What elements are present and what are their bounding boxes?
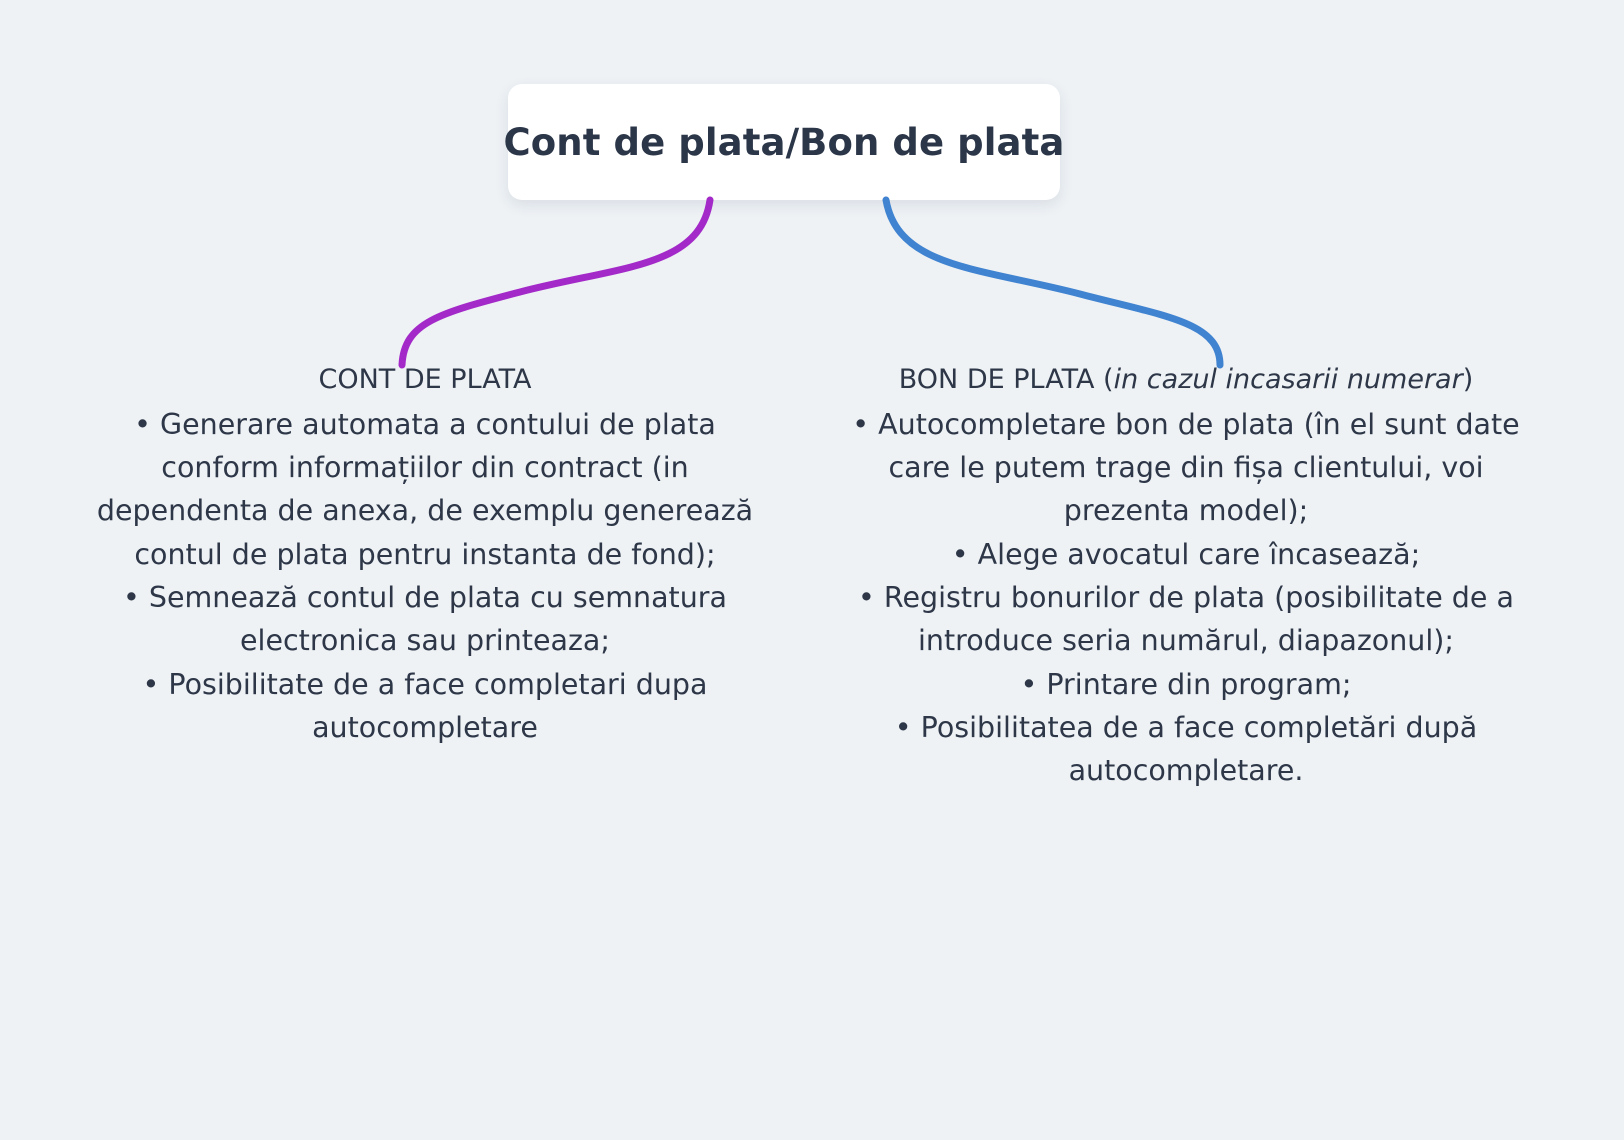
list-item: • Registru bonurilor de plata (posibilit… — [848, 576, 1524, 663]
list-item-text: Semnează contul de plata cu semnatura el… — [148, 580, 727, 658]
list-item: • Posibilitate de a face completari dupa… — [95, 663, 755, 750]
bullet-icon: • — [1020, 667, 1038, 701]
list-item-text: Posibilitate de a face completari dupa a… — [168, 667, 708, 744]
bullet-icon: • — [134, 407, 151, 441]
list-item: • Alege avocatul care încasează; — [848, 533, 1524, 576]
branch-heading-text: BON DE PLATA — [898, 364, 1095, 395]
list-item: • Semnează contul de plata cu semnatura … — [95, 576, 755, 663]
branch-heading-note: in cazul incasarii numerar — [1113, 364, 1463, 395]
list-item-text: Alege avocatul care încasează; — [977, 537, 1421, 571]
branch-bon-de-plata[interactable]: BON DE PLATA (in cazul incasarii numerar… — [848, 362, 1524, 792]
list-item-text: Generare automata a contului de plata co… — [96, 407, 754, 571]
branch-list-cont-de-plata: • Generare automata a contului de plata … — [95, 403, 755, 750]
list-item-text: Posibilitatea de a face completări după … — [920, 710, 1478, 788]
bullet-icon: • — [142, 667, 160, 701]
branch-heading-text: CONT DE PLATA — [318, 364, 532, 395]
bullet-icon: • — [123, 580, 140, 614]
branch-heading-paren-open: ( — [1094, 364, 1114, 395]
list-item: • Generare automata a contului de plata … — [95, 403, 755, 576]
root-node-title: Cont de plata/Bon de plata — [503, 120, 1065, 164]
list-item-text: Autocompletare bon de plata (în el sunt … — [878, 407, 1520, 528]
list-item: • Posibilitatea de a face completări dup… — [848, 706, 1524, 793]
list-item: • Printare din program; — [848, 663, 1524, 706]
connector-left-purple — [398, 196, 714, 369]
branch-heading-paren-close: ) — [1462, 364, 1474, 395]
bullet-icon: • — [894, 710, 912, 744]
branch-heading-cont-de-plata: CONT DE PLATA — [95, 362, 755, 398]
connector-right-blue — [882, 196, 1224, 369]
branch-heading-bon-de-plata: BON DE PLATA (in cazul incasarii numerar… — [848, 362, 1524, 398]
bullet-icon: • — [858, 580, 875, 614]
list-item-text: Registru bonurilor de plata (posibilitat… — [883, 580, 1514, 658]
list-item-text: Printare din program; — [1046, 667, 1352, 701]
bullet-icon: • — [852, 407, 870, 441]
root-node[interactable]: Cont de plata/Bon de plata — [504, 84, 1064, 200]
branch-cont-de-plata[interactable]: CONT DE PLATA • Generare automata a cont… — [95, 362, 755, 749]
bullet-icon: • — [951, 537, 969, 571]
list-item: • Autocompletare bon de plata (în el sun… — [848, 403, 1524, 533]
branch-list-bon-de-plata: • Autocompletare bon de plata (în el sun… — [848, 403, 1524, 793]
